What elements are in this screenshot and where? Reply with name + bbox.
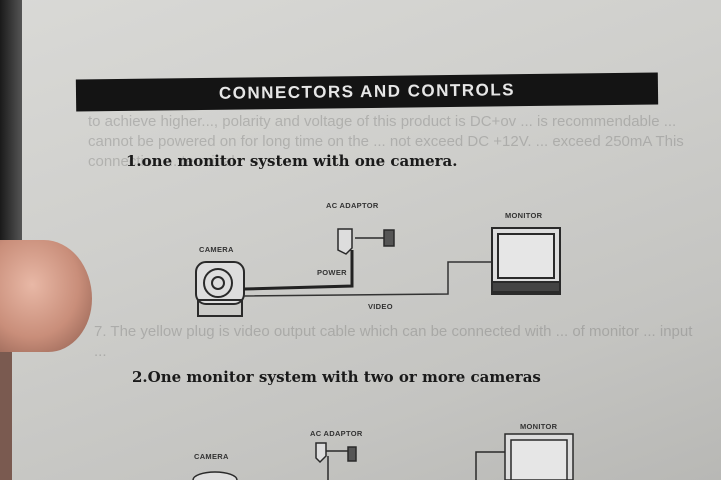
hand (0, 340, 12, 480)
background-edge (0, 0, 22, 260)
monitor-label: MONITOR (505, 211, 543, 220)
camera-label-2: CAMERA (194, 452, 229, 461)
camera-label: CAMERA (199, 245, 234, 254)
monitor-icon (491, 227, 561, 295)
section-2-heading: 2.One monitor system with two or more ca… (132, 368, 541, 386)
ac-adaptor-label: AC ADAPTOR (326, 201, 379, 210)
section-1-heading: 1.one monitor system with one camera. (126, 152, 458, 170)
finger (0, 240, 92, 352)
camera-icon (195, 261, 245, 317)
show-through-text-2: 7. The yellow plug is video output cable… (94, 323, 693, 360)
ac-adaptor-label-2: AC ADAPTOR (310, 429, 363, 438)
power-label: POWER (317, 268, 347, 277)
video-cable (243, 261, 492, 297)
diagram-2-partial (192, 433, 574, 480)
show-through-text: to achieve higher..., polarity and volta… (88, 113, 684, 170)
video-label: VIDEO (368, 302, 393, 311)
ac-adaptor-icon (337, 228, 395, 255)
monitor-label-2: MONITOR (520, 422, 558, 431)
power-cable (243, 250, 354, 291)
